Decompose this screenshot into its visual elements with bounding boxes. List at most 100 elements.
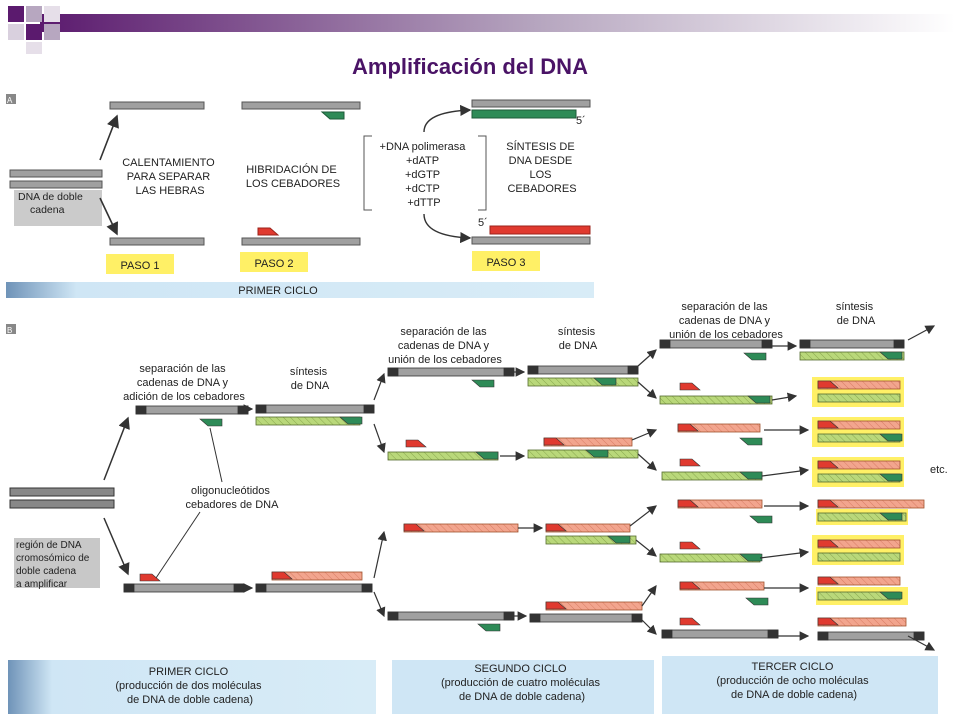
primer-green bbox=[745, 597, 769, 606]
step3-new-green bbox=[471, 109, 577, 119]
primer-green bbox=[739, 437, 763, 446]
flow-arrow bbox=[635, 539, 657, 557]
synthesis-label: SÍNTESIS DE DNA DESDE LOS CEBADORES bbox=[506, 140, 578, 195]
template-end bbox=[361, 583, 373, 593]
start-strand-top bbox=[9, 169, 103, 178]
template-end bbox=[255, 404, 267, 414]
flow-arrow bbox=[631, 428, 658, 441]
panel-a-label-box bbox=[6, 94, 16, 104]
primer-green bbox=[585, 449, 609, 458]
panel-b-strands bbox=[123, 339, 925, 641]
template-end bbox=[631, 613, 643, 623]
template-strand bbox=[387, 367, 515, 377]
five-prime-bottom: 5´ bbox=[478, 217, 488, 229]
primer-red bbox=[139, 573, 161, 582]
primer-red bbox=[679, 617, 701, 626]
template-end bbox=[123, 583, 135, 593]
template-end bbox=[255, 583, 267, 593]
primer-red bbox=[817, 617, 839, 626]
new-strand-green bbox=[817, 512, 907, 522]
step3-template-bottom bbox=[471, 236, 591, 245]
template-end bbox=[387, 611, 399, 621]
b-start-label: región de DNA cromosómico de doble caden… bbox=[16, 540, 92, 590]
cycle-box-2 bbox=[392, 660, 654, 714]
primer-red bbox=[545, 523, 567, 532]
flow-arrow bbox=[907, 325, 936, 341]
new-strand-green bbox=[527, 449, 639, 459]
primer-green bbox=[879, 591, 903, 600]
svg-text:síntesis de DNA: síntesis de DNA bbox=[558, 326, 598, 352]
template-strand bbox=[659, 339, 773, 349]
template-end bbox=[913, 631, 925, 641]
new-strand-green bbox=[817, 552, 901, 562]
template-strand bbox=[529, 613, 643, 623]
template-end bbox=[893, 339, 905, 349]
primer-green bbox=[477, 623, 501, 632]
template-end bbox=[799, 339, 811, 349]
template-end bbox=[503, 367, 515, 377]
primer-red bbox=[679, 458, 701, 467]
primer-green bbox=[739, 553, 763, 562]
step-label-2: PASO 2 bbox=[255, 258, 294, 270]
svg-text:síntesis de DNA: síntesis de DNA bbox=[290, 366, 330, 392]
primer-red bbox=[543, 437, 565, 446]
step2-strand-top bbox=[241, 101, 361, 110]
template-strand bbox=[135, 405, 249, 415]
panel-a-label: A bbox=[7, 96, 13, 105]
template-end bbox=[529, 613, 541, 623]
flow-arrow bbox=[907, 635, 936, 651]
anneal-label: HIBRIDACIÓN DE LOS CEBADORES bbox=[246, 163, 340, 190]
template-end bbox=[135, 405, 147, 415]
primer-red bbox=[257, 227, 280, 236]
primer-green bbox=[475, 451, 499, 460]
primer-green bbox=[339, 416, 363, 425]
svg-text:PRIMER CICLO (producci: PRIMER CICLO (producción de dos molécula… bbox=[115, 666, 264, 706]
step-label-1: PASO 1 bbox=[121, 260, 160, 272]
svg-text:separación de las cade: separación de las cadenas de DNA y unión… bbox=[669, 301, 783, 341]
template-end bbox=[503, 611, 515, 621]
template-strand bbox=[387, 611, 515, 621]
flow-arrow bbox=[637, 453, 657, 471]
start-strand-bottom bbox=[9, 180, 103, 189]
flow-arrow bbox=[761, 466, 810, 477]
svg-text:SEGUNDO CICLO (producc: SEGUNDO CICLO (producción de cuatro molé… bbox=[441, 663, 603, 703]
primer-green bbox=[879, 351, 903, 360]
primer-red bbox=[817, 380, 839, 389]
header-decoration bbox=[8, 6, 955, 54]
panel-b-arrows bbox=[243, 325, 936, 651]
primer-green bbox=[607, 535, 631, 544]
heat-label: CALENTAMIENTO PARA SEPARAR LAS HEBRAS bbox=[122, 157, 218, 197]
step2-strand-bottom bbox=[241, 237, 361, 246]
flow-arrow bbox=[373, 530, 387, 579]
primer-red bbox=[679, 382, 701, 391]
step-box-2 bbox=[240, 252, 308, 272]
five-prime-top: 5´ bbox=[576, 115, 586, 127]
primer-green bbox=[593, 377, 617, 386]
panel-a: A DNA de doble cadena CALENTAMIENTO PARA… bbox=[6, 94, 594, 298]
step-label-3: PASO 3 bbox=[487, 257, 526, 269]
template-end bbox=[761, 339, 773, 349]
flow-arrow bbox=[641, 619, 657, 635]
template-strand bbox=[123, 583, 245, 593]
primer-red bbox=[403, 523, 425, 532]
primer-green bbox=[471, 379, 495, 388]
template-end bbox=[767, 629, 779, 639]
primer-red bbox=[817, 576, 839, 585]
svg-text:síntesis de DNA: síntesis de DNA bbox=[836, 301, 876, 327]
slide-title: Amplificación del DNA bbox=[352, 54, 588, 79]
cycle-box-3 bbox=[662, 656, 938, 714]
flow-arrow bbox=[641, 585, 657, 607]
template-strand bbox=[661, 629, 779, 639]
template-end bbox=[527, 365, 539, 375]
etc-label: etc. bbox=[930, 464, 948, 476]
template-end bbox=[817, 631, 829, 641]
cycle-box-1 bbox=[8, 660, 376, 714]
panel-b-label: B bbox=[7, 326, 12, 335]
template-strand bbox=[799, 339, 905, 349]
new-strand-green bbox=[799, 351, 905, 361]
template-end bbox=[363, 404, 375, 414]
primer-green bbox=[879, 433, 903, 442]
template-end bbox=[233, 583, 245, 593]
primer-red bbox=[817, 499, 839, 508]
